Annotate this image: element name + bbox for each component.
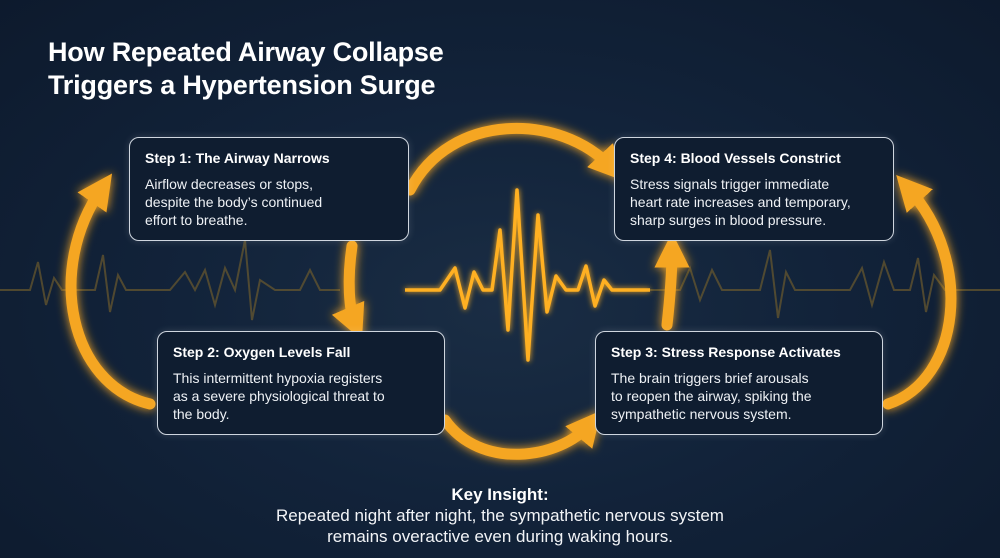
step-1-card: Step 1: The Airway Narrows Airflow decre…	[129, 137, 409, 241]
step-3-line: sympathetic nervous system.	[611, 406, 792, 422]
step-4-line: Stress signals trigger immediate	[630, 176, 830, 192]
key-insight-title: Key Insight:	[451, 485, 549, 504]
step-4-line: sharp surges in blood pressure.	[630, 212, 827, 228]
arrow-step1-to-step2	[331, 240, 365, 341]
heartbeat-ecg-line	[405, 188, 650, 362]
step-2-line: the body.	[173, 406, 230, 422]
arrow-step3-to-step4	[654, 232, 690, 331]
step-4-title: Step 4: Blood Vessels Constrict	[630, 150, 841, 166]
step-1-line: despite the body’s continued	[145, 194, 323, 210]
step-3-title: Step 3: Stress Response Activates	[611, 344, 841, 360]
step-4-description: Stress signals trigger immediate heart r…	[630, 175, 879, 229]
step-2-description: This intermittent hypoxia registers as a…	[173, 369, 430, 423]
arrow-step1-to-step4	[404, 122, 624, 196]
key-insight: Key Insight: Repeated night after night,…	[200, 484, 800, 547]
background-ecg-trace	[0, 239, 1000, 321]
page-title: How Repeated Airway Collapse Triggers a …	[48, 36, 518, 102]
step-3-line: to reopen the airway, spiking the	[611, 388, 812, 404]
step-3-card: Step 3: Stress Response Activates The br…	[595, 331, 883, 435]
step-2-card: Step 2: Oxygen Levels Fall This intermit…	[157, 331, 445, 435]
step-4-line: heart rate increases and temporary,	[630, 194, 851, 210]
arrow-step2-to-step1	[65, 173, 156, 410]
step-1-line: effort to breathe.	[145, 212, 248, 228]
step-3-description: The brain triggers brief arousals to reo…	[611, 369, 868, 423]
step-2-line: This intermittent hypoxia registers	[173, 370, 383, 386]
title-line-2: Triggers a Hypertension Surge	[48, 70, 436, 100]
key-insight-line-1: Repeated night after night, the sympathe…	[276, 506, 724, 525]
step-1-title: Step 1: The Airway Narrows	[145, 150, 330, 166]
arrow-step3-to-step4-outer	[882, 174, 957, 410]
key-insight-line-2: remains overactive even during waking ho…	[327, 527, 673, 546]
step-2-title: Step 2: Oxygen Levels Fall	[173, 344, 351, 360]
step-1-line: Airflow decreases or stops,	[145, 176, 314, 192]
step-1-description: Airflow decreases or stops, despite the …	[145, 175, 394, 229]
step-3-line: The brain triggers brief arousals	[611, 370, 809, 386]
title-line-1: How Repeated Airway Collapse	[48, 37, 444, 67]
step-2-line: as a severe physiological threat to	[173, 388, 385, 404]
step-4-card: Step 4: Blood Vessels Constrict Stress s…	[614, 137, 894, 241]
arrow-step2-to-step3	[439, 410, 602, 460]
